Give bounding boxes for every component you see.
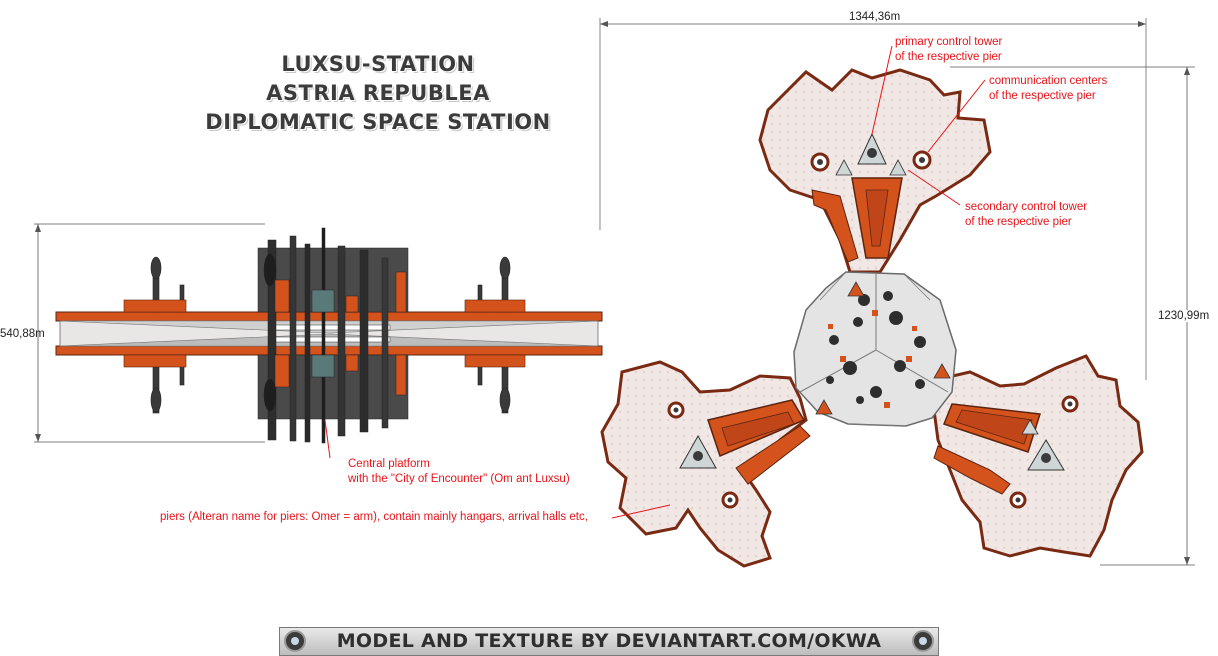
annotation-primary-line2: of the respective pier [895,51,1002,63]
annotation-communication-centers: communication centers of the respective … [989,74,1107,104]
annotation-secondary-line2: of the respective pier [965,216,1072,228]
avatar-logo-icon [912,630,934,652]
annotation-communication-line2: of the respective pier [989,90,1096,102]
credit-text: MODEL AND TEXTURE BY DEVIANTART.COM/OKWA [336,630,882,652]
avatar-logo-icon [284,630,306,652]
pier-bottom-right [932,354,1144,558]
annotation-primary-control-tower: primary control tower of the respective … [895,35,1002,65]
title-line-2: ASTRIA REPUBLEA [266,81,490,105]
credit-banner: MODEL AND TEXTURE BY DEVIANTART.COM/OKWA [279,627,939,656]
annotation-central-line1: Central platform [348,458,430,470]
top-width-label: 1344,36m [846,11,904,23]
central-hub [793,271,957,427]
annotation-secondary-control-tower: secondary control tower of the respectiv… [965,200,1087,230]
title-line-3: DIPLOMATIC SPACE STATION [205,110,551,134]
annotation-secondary-line1: secondary control tower [965,201,1088,213]
pier-bottom-left [600,360,811,568]
top-height-label: 1230,99m [1158,310,1210,322]
annotation-central-line2: with the "City of Encounter" (Om ant Lux… [348,473,570,485]
top-view [599,18,1195,568]
side-height-label: 540,88m [0,328,45,340]
annotation-communication-line1: communication centers [989,75,1108,87]
annotation-primary-line1: primary control tower [895,36,1003,48]
side-view [34,223,603,459]
annotation-piers: piers (Alteran name for piers: Omer = ar… [160,511,588,523]
annotation-central-platform: Central platform with the "City of Encou… [348,457,570,487]
pier-top [758,68,992,274]
title-line-1: LUXSU-STATION [281,52,475,76]
